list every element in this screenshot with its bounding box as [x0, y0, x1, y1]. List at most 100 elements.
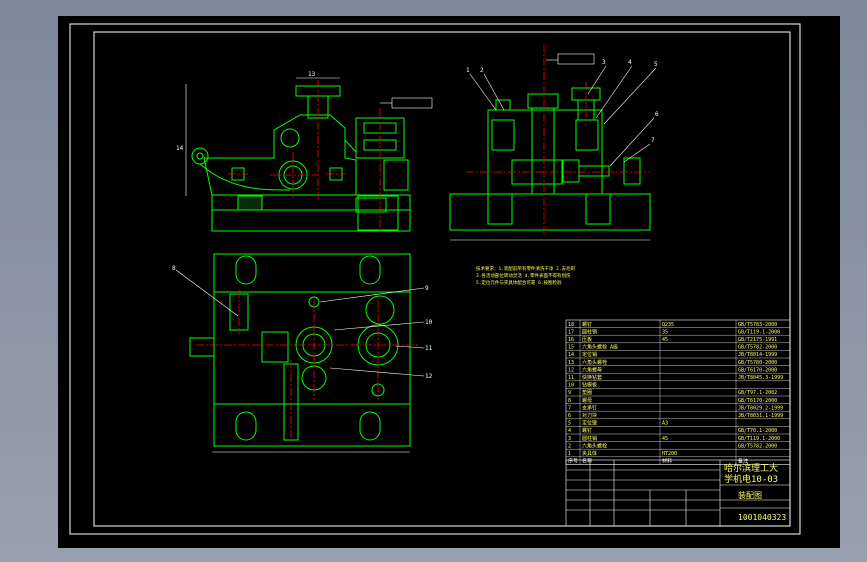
bom-header-cell: 序号 [568, 458, 578, 465]
bom-cell: JB/T8031.1-1999 [738, 413, 783, 419]
bom-header-cell: 备注 [738, 458, 748, 465]
callout-5: 5 [654, 61, 658, 68]
bom-header-cell: 材料 [662, 458, 672, 465]
callout-10: 10 [425, 319, 433, 326]
bom-cell: 18 [568, 322, 574, 328]
callout-6: 6 [655, 111, 659, 118]
callout-11: 11 [425, 345, 433, 352]
callout-3: 3 [602, 59, 606, 66]
title-block-text: 哈尔滨理工大 学机电10-03 装配图 1001040323 [724, 462, 786, 522]
bom-cell: GB/T5780-2000 [738, 360, 777, 366]
drawing-number: 1001040323 [738, 513, 786, 522]
bom-cell: GB/T6170-2000 [738, 398, 777, 404]
bom-cell: 螺母 [582, 397, 592, 404]
bom-cell: HT200 [662, 451, 677, 457]
callout-8: 8 [172, 265, 176, 272]
bom-cell: 45 [662, 337, 668, 343]
top-view-leaders [175, 269, 425, 453]
bom-cell: JB/T8029.2-1999 [738, 405, 783, 411]
bom-cell: 2 [568, 443, 571, 449]
bom-cell: 螺钉 [582, 427, 592, 434]
technical-notes: 技术要求：1.装配前所有零件清洗干净 2.去毛刺 3.各活动部位转动灵活 4.零… [476, 265, 576, 286]
bom-cell: 对刀块 [582, 412, 597, 419]
drawing-sheet [58, 16, 840, 548]
bom-cell: 45 [662, 436, 668, 442]
callout-numbers: 1 2 3 4 5 6 7 8 9 10 11 12 13 14 [172, 59, 659, 380]
bom-cell: 4 [568, 428, 571, 434]
bom-cell: 六角螺母 [582, 366, 602, 373]
callout-13: 13 [308, 71, 316, 78]
bom-cell: 垫圈 [582, 389, 592, 396]
front-view-dimensions [185, 77, 433, 196]
bom-cell: JB/T8045.3-1999 [738, 375, 783, 381]
bom-cell: GB/T70.1-2000 [738, 428, 777, 434]
bom-cell: GB/T5782-2000 [738, 443, 777, 449]
bom-cell: GB/T2175-1991 [738, 337, 777, 343]
bom-cell: 定位键 [582, 420, 597, 427]
bom-cell: 16 [568, 337, 574, 343]
bom-cell: 1 [568, 451, 571, 457]
bom-cell: Q235 [662, 322, 674, 328]
bom-cell: 定位销 [582, 351, 597, 358]
bom-cell: 14 [568, 352, 574, 358]
bom-cell: 支承钉 [582, 404, 597, 411]
drawing-name: 装配图 [738, 490, 762, 500]
bom-cell: 10 [568, 383, 574, 389]
bom-cell: 6 [568, 413, 571, 419]
bom-cell: 35 [662, 329, 668, 335]
inner-frame [93, 31, 791, 527]
tech-note-line-1: 技术要求：1.装配前所有零件清洗干净 2.去毛刺 [476, 265, 576, 272]
tech-note-line-2: 3.各活动部位转动灵活 4.零件表面不得有划伤 [476, 272, 571, 279]
bom-cell: A3 [662, 421, 668, 427]
bom-frame [565, 319, 791, 465]
callout-9: 9 [425, 285, 429, 292]
bom-cell: 5 [568, 421, 571, 427]
class-line: 学机电10-03 [724, 473, 778, 485]
bom-cell: 12 [568, 367, 574, 373]
bom-cell: 17 [568, 329, 574, 335]
bom-cell: GB/T6170-2000 [738, 367, 777, 373]
bom-cell: 快换钻套 [582, 374, 602, 381]
callout-12: 12 [425, 373, 433, 380]
side-view-leaders [450, 53, 657, 241]
side-view-centerlines [466, 44, 650, 234]
bom-cell: GB/T119.1-2000 [738, 436, 780, 442]
bom-cell: 7 [568, 405, 571, 411]
side-view [449, 87, 651, 231]
callout-1: 1 [466, 67, 470, 74]
bom-cell: 六角头螺栓 [582, 442, 607, 449]
title-block [565, 459, 791, 527]
outer-frame [69, 23, 801, 535]
bom-cell: 六角头螺栓 [582, 359, 607, 366]
bom-cell: 压板 [582, 336, 592, 343]
bom-cell: GB/T5782-2000 [738, 345, 777, 351]
callout-2: 2 [480, 67, 484, 74]
bom-cell: 8 [568, 398, 571, 404]
bom-cell: 15 [568, 345, 574, 351]
bom-cell: 13 [568, 360, 574, 366]
callout-4: 4 [628, 59, 632, 66]
callout-14: 14 [176, 145, 184, 152]
bom-cell: 11 [568, 375, 574, 381]
top-view-centerlines [196, 290, 418, 444]
school-name: 哈尔滨理工大 [724, 462, 778, 474]
bom-cell: 螺钉 [582, 321, 592, 328]
bom-cell: GB/T97.1-2002 [738, 390, 777, 396]
bom-cell: 圆柱销 [582, 435, 597, 442]
bom-cell: 3 [568, 436, 571, 442]
bom-cell: 钻模板 [582, 382, 597, 389]
bom-cell: JB/T8014-1999 [738, 352, 777, 358]
bom-cell: GB/T5783-2000 [738, 322, 777, 328]
bom-cell: 圆柱销 [582, 328, 597, 335]
bom-header-cell: 名称 [582, 458, 592, 465]
tech-note-line-3: 5.定位元件与夹具体配合可靠 6.按图检验 [476, 279, 562, 286]
bom-cell: 六角头螺栓 A级 [582, 344, 618, 351]
callout-7: 7 [651, 137, 655, 144]
bom-cell: 夹具体 [582, 450, 597, 457]
front-view-centerlines [228, 80, 381, 232]
bom-cell: GB/T119.1-2000 [738, 329, 780, 335]
bom-cell: 9 [568, 390, 571, 396]
